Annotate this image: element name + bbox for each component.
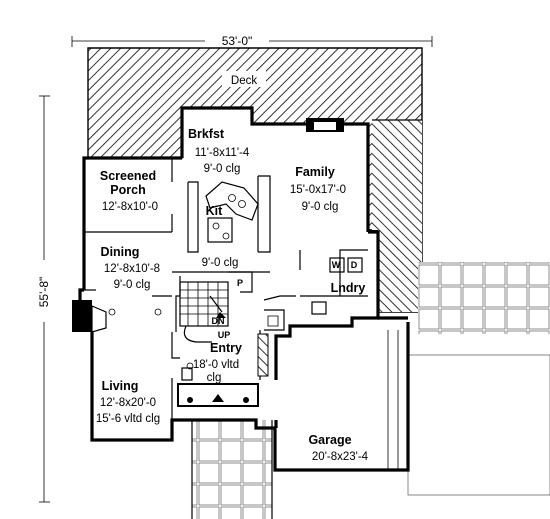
living-size: 12'-8x20'-0 <box>100 397 156 409</box>
kit-name: Kit <box>206 204 224 218</box>
dining-ceiling: 9'-0 clg <box>114 279 151 291</box>
room-lndry: W D Lndry <box>331 260 366 295</box>
stair-up-label: UP <box>218 330 231 340</box>
garage-name: Garage <box>308 433 351 447</box>
garage-size: 20'-8x23'-4 <box>312 451 369 463</box>
pantry-label: P <box>237 278 243 288</box>
living-name: Living <box>102 379 139 393</box>
dimension-width: 53'-0" <box>71 33 433 48</box>
side-walk <box>407 354 550 496</box>
living-ceiling: 15'-6 vltd clg <box>96 413 160 425</box>
room-dining: Dining 12'-8x10'-8 9'-0 clg <box>101 245 161 291</box>
lndry-name: Lndry <box>331 281 366 295</box>
room-kit: Kit 9'-0 clg <box>202 204 239 269</box>
entry-name: Entry <box>210 341 242 355</box>
dining-size: 12'-8x10'-8 <box>104 263 160 275</box>
kit-ceiling: 9'-0 clg <box>202 257 239 269</box>
entry-ceiling-line2: clg <box>207 372 222 384</box>
stair-down-label: DN <box>212 316 225 326</box>
living-fireplace <box>72 300 107 333</box>
brkfst-size: 11'-8x11'-4 <box>195 147 250 159</box>
room-entry: Entry 18'-0 vltd clg <box>193 341 242 384</box>
entry-ceiling-line1: 18'-0 vltd <box>193 359 239 371</box>
room-screened-porch: Screened Porch 12'-8x10'-0 <box>100 169 158 213</box>
porch-size: 12'-8x10'-0 <box>102 201 158 213</box>
interior-walls <box>84 158 399 470</box>
porch-name-line2: Porch <box>110 183 145 197</box>
front-walk <box>191 420 273 519</box>
family-fireplace <box>306 118 344 132</box>
family-size: 15'-0x17'-0 <box>290 184 346 196</box>
room-garage: Garage 20'-8x23'-4 <box>308 433 368 463</box>
dryer-label: D <box>351 260 358 270</box>
brkfst-ceiling: 9'-0 clg <box>204 163 241 175</box>
patio-pavers <box>418 262 550 334</box>
room-family: Family 15'-0x17'-0 9'-0 clg <box>290 165 346 213</box>
deck-label: Deck <box>231 75 257 87</box>
depth-dimension-label: 55'-8" <box>37 277 51 308</box>
width-dimension-label: 53'-0" <box>222 34 253 48</box>
family-ceiling: 9'-0 clg <box>302 201 339 213</box>
family-name: Family <box>295 165 335 179</box>
brkfst-name: Brkfst <box>188 127 225 141</box>
room-pantry: P <box>237 278 243 288</box>
room-brkfst: Brkfst 11'-8x11'-4 9'-0 clg <box>188 127 250 175</box>
porch-name-line1: Screened <box>100 169 156 183</box>
dining-name: Dining <box>101 245 140 259</box>
room-living: Living 12'-8x20'-0 15'-6 vltd clg <box>96 379 160 425</box>
washer-label: W <box>332 260 341 270</box>
dimension-depth: 55'-8" <box>35 95 53 503</box>
staircase <box>179 281 229 343</box>
stair-labels: DN UP <box>212 316 231 340</box>
